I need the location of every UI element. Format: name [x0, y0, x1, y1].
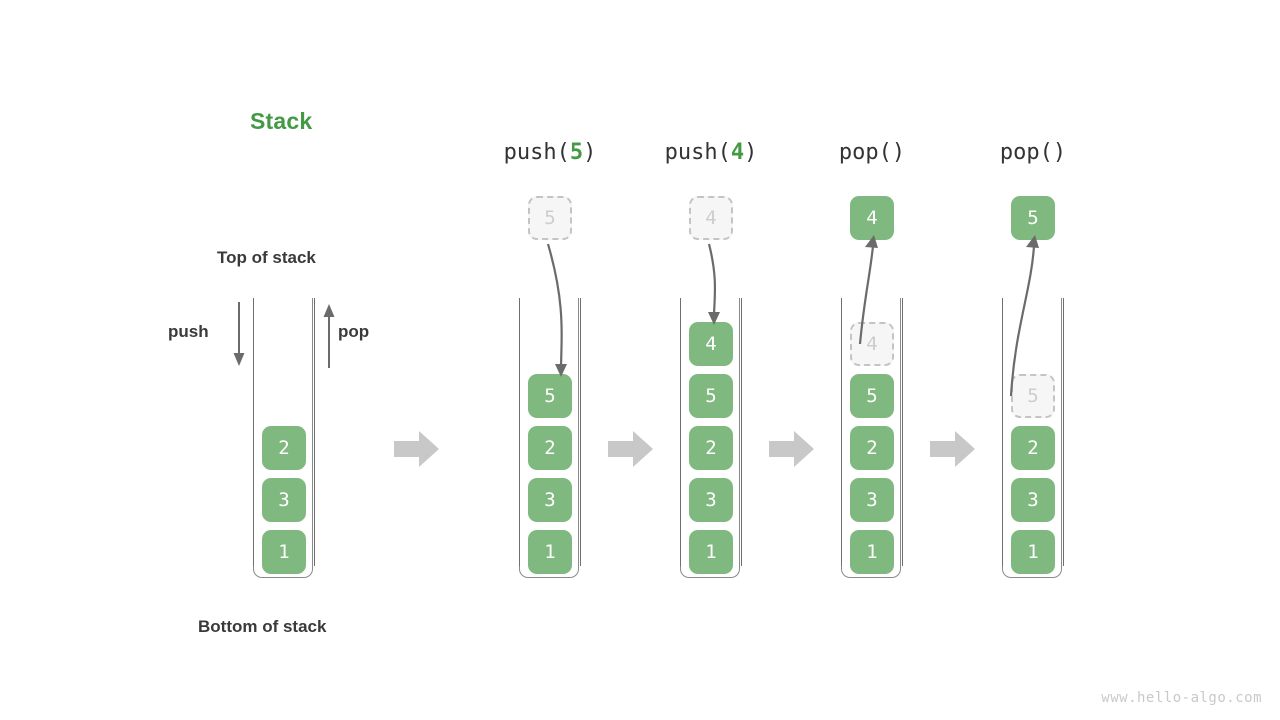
stack-wall-right: [580, 298, 581, 566]
operation-name: push(: [503, 140, 570, 165]
operation-argument: 4: [730, 140, 745, 165]
external-cell-pop-2: 5: [1011, 196, 1055, 240]
stack-cell: 2: [1011, 426, 1055, 470]
operation-label-pop-2: pop(): [947, 140, 1119, 165]
transition-arrow-icon: [394, 431, 439, 467]
operation-name: pop: [838, 140, 879, 165]
external-cell-pop-1: 4: [850, 196, 894, 240]
stack-container-pop-1: [841, 298, 903, 580]
stack-cell: 5: [1011, 374, 1055, 418]
external-cell-push-5: 5: [528, 196, 572, 240]
stack-wall-right: [902, 298, 903, 566]
push-arrow-icon: [233, 302, 245, 366]
stack-container-push-4: [680, 298, 742, 580]
stack-cell: 5: [850, 374, 894, 418]
stack-wall-right: [314, 298, 315, 566]
stack-wall-right: [741, 298, 742, 566]
stack-wall-left: [519, 298, 520, 566]
stack-cell: 2: [689, 426, 733, 470]
stack-cell: 1: [689, 530, 733, 574]
transition-arrow-icon: [607, 431, 653, 467]
external-cell-push-4: 4: [689, 196, 733, 240]
stack-cell: 4: [850, 322, 894, 366]
stack-wall-left: [841, 298, 842, 566]
operation-suffix: (): [878, 140, 906, 165]
operation-label-push-5: push(5): [464, 140, 636, 165]
transition-arrow-icon: [768, 431, 814, 467]
stack-wall-left: [1002, 298, 1003, 566]
watermark: www.hello-algo.com: [1101, 690, 1262, 706]
operation-label-pop-1: pop(): [786, 140, 958, 165]
stack-cell: 3: [262, 478, 306, 522]
operation-argument: 5: [569, 140, 584, 165]
stack-cell: 5: [689, 374, 733, 418]
stack-cell: 1: [262, 530, 306, 574]
stack-cell: 2: [528, 426, 572, 470]
stack-container-initial: [253, 298, 315, 580]
stack-cell: 1: [528, 530, 572, 574]
label-top-of-stack: Top of stack: [217, 248, 316, 267]
stack-cell: 3: [1011, 478, 1055, 522]
stack-wall-left: [253, 298, 254, 566]
stack-cell: 3: [850, 478, 894, 522]
stack-cell: 3: [689, 478, 733, 522]
page-title: Stack: [250, 108, 313, 134]
label-bottom-of-stack: Bottom of stack: [198, 617, 327, 636]
label-push: push: [168, 322, 209, 341]
operation-name: pop: [999, 140, 1040, 165]
label-pop: pop: [338, 322, 370, 341]
stack-cell: 3: [528, 478, 572, 522]
operation-label-push-4: push(4): [625, 140, 797, 165]
stack-cell: 2: [850, 426, 894, 470]
pop-arrow-icon: [323, 304, 335, 368]
operation-name: push(: [664, 140, 731, 165]
operation-suffix: (): [1039, 140, 1067, 165]
stack-cell: 4: [689, 322, 733, 366]
stack-cell: 2: [262, 426, 306, 470]
stack-container-pop-2: [1002, 298, 1064, 580]
stack-wall-right: [1063, 298, 1064, 566]
stack-container-push-5: [519, 298, 581, 580]
operation-suffix: ): [583, 140, 597, 165]
operation-suffix: ): [744, 140, 758, 165]
transition-arrow-icon: [929, 431, 975, 467]
stack-cell: 1: [850, 530, 894, 574]
stack-cell: 1: [1011, 530, 1055, 574]
stack-wall-left: [680, 298, 681, 566]
stack-cell: 5: [528, 374, 572, 418]
